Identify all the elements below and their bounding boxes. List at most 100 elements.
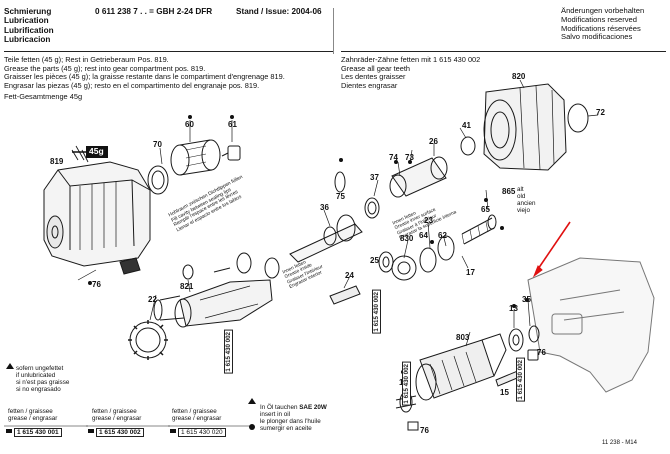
grease-tube-4: 1 615 430 002: [224, 330, 233, 374]
alt-de: alt: [517, 186, 524, 193]
long-shaft: [289, 214, 363, 263]
part-76-bottom: 76: [420, 426, 429, 435]
instr-en: Grease the parts (45 g); rest into gear …: [4, 63, 206, 73]
part-830: 830: [400, 234, 414, 243]
motor-housing: [527, 257, 655, 393]
gear-instr-en: Grease all gear teeth: [341, 63, 411, 73]
part-36: 36: [320, 203, 329, 212]
unlub-de: sofern ungefettet: [16, 365, 64, 372]
header-divider: [333, 8, 334, 54]
right-instructions: Zahnräder-Zähne fetten mit 1 615 430 002…: [341, 55, 481, 90]
alt-es: viejo: [517, 207, 530, 214]
part-72: 72: [596, 108, 605, 117]
part-25: 25: [370, 256, 379, 265]
grease-tube-3: 1 615 430 002: [516, 358, 525, 402]
oil-grade: SAE 20W: [299, 404, 327, 411]
note-en: Modifications reserved: [561, 14, 637, 24]
housing-820: [483, 83, 567, 171]
part-76-right: 76: [537, 348, 546, 357]
title-en: Lubrication: [4, 16, 49, 26]
unlub-fr: si n'est pas graisse: [16, 379, 70, 386]
header-titles: Schmierung Lubrication Lubrification Lub…: [4, 7, 54, 45]
small-brush: [407, 421, 419, 431]
part-37: 37: [370, 173, 379, 182]
part-865: 865: [502, 187, 516, 196]
part-76-left: 76: [92, 280, 101, 289]
model-number: 0 611 238 7 . . = GBH 2-24 DFR: [95, 7, 213, 16]
note-es: Salvo modificaciones: [561, 32, 633, 42]
part-35: 35: [522, 295, 531, 304]
part-819: 819: [50, 157, 64, 166]
left-instructions: Teile fetten (45 g); Rest in Getrieberau…: [4, 55, 285, 102]
legend-box-3-part: 1 615 430 020: [178, 428, 226, 437]
needle-bearing-60: [170, 139, 221, 176]
grease-tube-1: 1 615 430 002: [372, 290, 381, 334]
instr-es: Engrasar las piezas (45 g); resto en el …: [4, 80, 260, 90]
part-41: 41: [462, 121, 471, 130]
part-74: 74: [389, 153, 398, 162]
header-rule-left: [4, 51, 333, 52]
fett-total-label: Fett-Gesamtmenge 45g: [4, 92, 83, 102]
header-notes: Änderungen vorbehalten Modifications res…: [561, 6, 645, 42]
oil-de: In Öl tauchen SAE 20W: [260, 404, 327, 411]
part-61: 61: [228, 120, 237, 129]
title-de: Schmierung: [4, 7, 52, 16]
part-64: 64: [419, 231, 428, 240]
legend-unlubricated: sofern ungefettet if unlubricated si n'e…: [16, 365, 69, 393]
instr-fr: Graisser les pièces (45 g); la graisse r…: [4, 72, 285, 82]
part-13: 13: [509, 304, 518, 313]
grease-pot-icon: [72, 146, 108, 158]
gear-instr-de: Zahnräder-Zähne fetten mit 1 615 430 002: [341, 55, 481, 64]
part-22: 22: [148, 295, 157, 304]
red-arrow-head: [532, 265, 543, 278]
gear-housing-819: [43, 145, 151, 267]
part-65: 65: [481, 205, 490, 214]
part-821: 821: [180, 282, 194, 291]
grease-pot-label: 45g: [89, 146, 104, 156]
spindle-821: [153, 279, 273, 328]
header-rule-right: [341, 51, 666, 52]
armature-803: [395, 333, 507, 413]
title-fr: Lubrification: [4, 25, 54, 35]
part-75: 75: [336, 192, 345, 201]
oil-fr: le plonger dans l'huile: [260, 418, 321, 425]
part-820: 820: [512, 72, 526, 81]
legend-icons: [6, 363, 256, 433]
gear-cluster: [378, 214, 497, 281]
ring-70: [147, 165, 169, 195]
grease-tube-2: 1 615 430 002: [402, 362, 411, 406]
part-24: 24: [345, 271, 354, 280]
small-cup: [527, 349, 539, 361]
title-es: Lubricacion: [4, 35, 51, 45]
note-fr: Modifications réservées: [561, 23, 641, 33]
oil-en: insert in oil: [260, 411, 291, 418]
instr-de: Teile fetten (45 g); Rest in Getrieberau…: [4, 55, 169, 64]
part-15: 15: [500, 388, 509, 397]
part-73: 73: [405, 153, 414, 162]
brush-icon-left: [119, 257, 141, 275]
gear-instr-es: Dientes engrasar: [341, 80, 398, 90]
note-de: Änderungen vorbehalten: [561, 6, 645, 15]
oil-es: sumergir en aceite: [260, 425, 312, 432]
part-17: 17: [466, 268, 475, 277]
gear-instr-fr: Les dentes graisser: [341, 72, 406, 82]
part-70: 70: [153, 140, 162, 149]
gear-22: [128, 320, 168, 360]
legend-box-1-part: 1 615 430 001: [14, 428, 62, 437]
sleeve-26: [389, 156, 448, 198]
part-26: 26: [429, 137, 438, 146]
footer-code: 11 238 - M14: [602, 440, 637, 446]
stand-issue: Stand / Issue: 2004-06: [236, 7, 322, 16]
alt-en: old: [517, 193, 526, 200]
alt-label: alt old ancien viejo: [517, 186, 536, 214]
part-803: 803: [456, 333, 470, 342]
part-60: 60: [185, 120, 194, 129]
alt-fr: ancien: [517, 200, 536, 207]
red-arrow-line: [535, 221, 571, 273]
part-23: 23: [424, 216, 433, 225]
legend-oil: In Öl tauchen SAE 20W insert in oil le p…: [260, 404, 327, 432]
